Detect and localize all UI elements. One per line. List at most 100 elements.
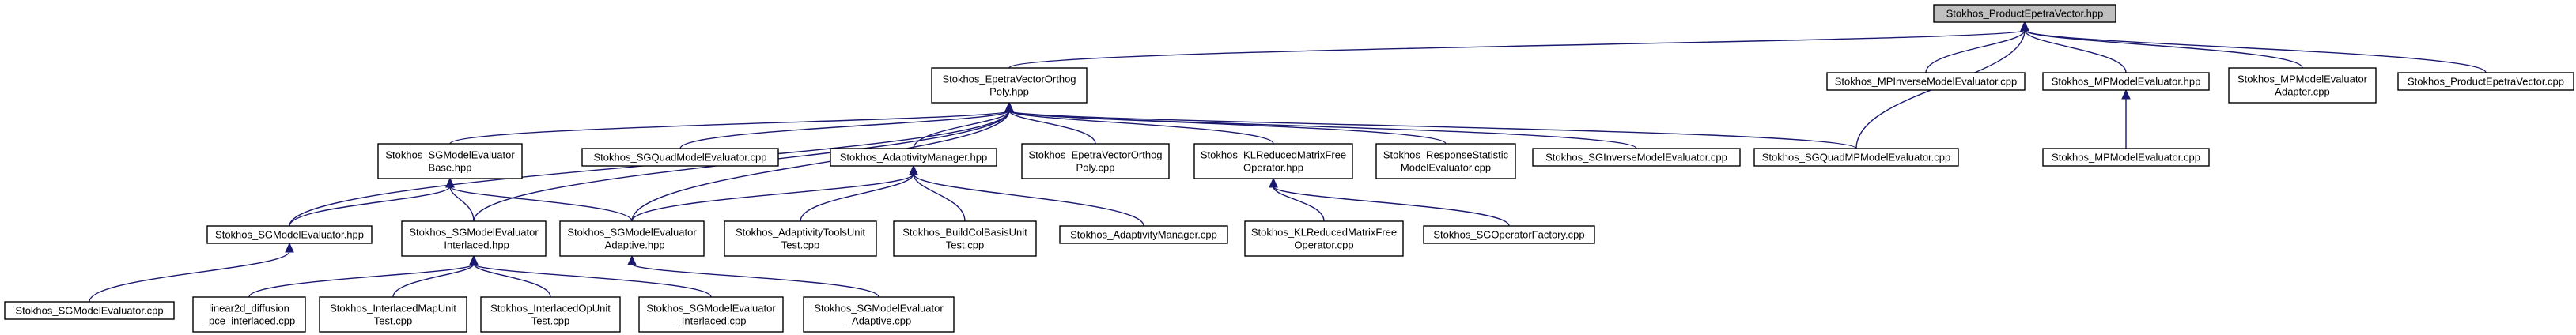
node-label: Test.cpp	[374, 315, 412, 327]
graph-edge	[2121, 88, 2131, 149]
node-label: Stokhos_MPModelEvaluator	[2237, 73, 2368, 85]
node-label: Operator.cpp	[1294, 239, 1353, 251]
edge-line	[913, 173, 966, 222]
node-label: Stokhos_AdaptivityManager.hpp	[840, 152, 987, 164]
graph-node[interactable]: Stokhos_SGQuadMPModelEvaluator.cpp	[1753, 148, 1959, 167]
node-box	[1375, 143, 1516, 179]
edge-line	[913, 110, 1010, 149]
node-box	[1244, 220, 1404, 257]
node-label: Test.cpp	[946, 239, 984, 251]
graph-node[interactable]: Stokhos_SGOperatorFactory.cpp	[1423, 225, 1595, 244]
node-label: Stokhos_ProductEpetraVector.cpp	[2408, 76, 2564, 88]
graph-node[interactable]: Stokhos_SGQuadModelEvaluator.cpp	[581, 148, 779, 167]
node-box	[893, 220, 1037, 257]
node-box	[1532, 148, 1741, 167]
edge-arrowhead	[285, 242, 294, 253]
node-label: Stokhos_KLReducedMatrixFree	[1201, 149, 1346, 161]
graph-edge	[627, 254, 879, 298]
node-label: _Adaptive.cpp	[845, 315, 911, 327]
graph-edge	[469, 254, 712, 298]
node-label: Test.cpp	[781, 239, 819, 251]
node-label: Stokhos_EpetraVectorOrthog	[1028, 149, 1162, 161]
graph-node[interactable]: Stokhos_SGModelEvaluator.cpp	[4, 301, 175, 320]
graph-node[interactable]: Stokhos_AdaptivityManager.hpp	[830, 148, 997, 167]
graph-node[interactable]: Stokhos_ResponseStatisticModelEvaluator.…	[1375, 143, 1516, 179]
node-label: Stokhos_SGModelEvaluator	[385, 149, 515, 161]
edge-arrowhead	[627, 254, 637, 265]
graph-node[interactable]: Stokhos_SGModelEvaluator_Adaptive.cpp	[803, 296, 955, 333]
edge-line	[449, 110, 1010, 145]
node-box	[319, 296, 467, 333]
edge-line	[631, 173, 914, 222]
node-label: Test.cpp	[531, 315, 569, 327]
graph-edge	[631, 164, 918, 222]
node-label: Stokhos_MPInverseModelEvaluator.cpp	[1835, 76, 2018, 88]
graph-node-root[interactable]: Stokhos_ProductEpetraVector.hpp	[1933, 4, 2116, 23]
node-label: Operator.hpp	[1243, 162, 1303, 174]
edge-line	[913, 173, 1144, 227]
graph-node[interactable]: Stokhos_MPModelEvaluator.hpp	[2042, 72, 2210, 91]
node-label: _Interlaced.hpp	[437, 239, 509, 251]
edge-line	[1008, 110, 1096, 145]
node-box	[2042, 72, 2210, 91]
graph-edge	[1269, 177, 1325, 222]
graph-edge	[800, 164, 918, 222]
graph-node[interactable]: Stokhos_SGInverseModelEvaluator.cpp	[1532, 148, 1741, 167]
edge-line	[1273, 186, 1325, 222]
graph-edge	[445, 177, 633, 222]
graph-edges	[89, 21, 2487, 303]
node-label: Stokhos_SGModelEvaluator	[814, 303, 944, 314]
node-box	[1193, 143, 1353, 179]
node-box	[830, 148, 997, 167]
graph-node[interactable]: Stokhos_SGModelEvaluator_Interlaced.cpp	[638, 296, 784, 333]
node-box	[559, 220, 705, 257]
node-label: Stokhos_MPModelEvaluator.cpp	[2052, 152, 2200, 164]
node-box	[206, 225, 373, 244]
edge-line	[449, 186, 475, 222]
edge-line	[679, 110, 1010, 149]
graph-edge	[909, 164, 1144, 227]
graph-node[interactable]: Stokhos_SGModelEvaluator.hpp	[206, 225, 373, 244]
graph-node[interactable]: Stokhos_SGModelEvaluator_Interlaced.hpp	[401, 220, 547, 257]
node-label: Stokhos_SGQuadModelEvaluator.cpp	[594, 152, 767, 164]
node-box	[1753, 148, 1959, 167]
node-label: Stokhos_SGQuadMPModelEvaluator.cpp	[1762, 152, 1950, 164]
graph-edge	[2020, 21, 2487, 73]
node-box	[1826, 72, 2026, 91]
edge-line	[1008, 110, 1274, 145]
node-label: Stokhos_AdaptivityToolsUnit	[736, 227, 865, 239]
node-box	[2042, 148, 2210, 167]
edge-line	[1925, 29, 2026, 73]
graph-edge	[909, 164, 966, 222]
graph-edge	[1004, 101, 1857, 149]
graph-edge	[392, 254, 479, 298]
graph-node[interactable]: Stokhos_MPModelEvaluator.cpp	[2042, 148, 2210, 167]
graph-node[interactable]: Stokhos_AdaptivityManager.cpp	[1059, 225, 1228, 244]
node-label: Adapter.cpp	[2275, 86, 2329, 98]
edge-arrowhead	[469, 254, 479, 265]
graph-node[interactable]: Stokhos_MPInverseModelEvaluator.cpp	[1826, 72, 2026, 91]
edge-line	[800, 173, 914, 222]
graph-node[interactable]: Stokhos_ProductEpetraVector.cpp	[2397, 72, 2574, 91]
node-label: Stokhos_MPModelEvaluator.hpp	[2052, 76, 2201, 88]
graph-node[interactable]: Stokhos_SGModelEvaluator_Adaptive.hpp	[559, 220, 705, 257]
node-box	[1933, 4, 2116, 23]
edge-line	[248, 263, 475, 298]
node-label: Stokhos_InterlacedMapUnit	[330, 303, 456, 314]
node-label: Stokhos_SGModelEvaluator.cpp	[15, 305, 163, 317]
graph-node[interactable]: linear2d_diffusion_pce_interlaced.cpp	[192, 296, 306, 333]
node-label: _Adaptive.hpp	[598, 239, 664, 251]
node-box	[638, 296, 784, 333]
graph-edge	[449, 101, 1014, 145]
edge-line	[392, 263, 475, 298]
